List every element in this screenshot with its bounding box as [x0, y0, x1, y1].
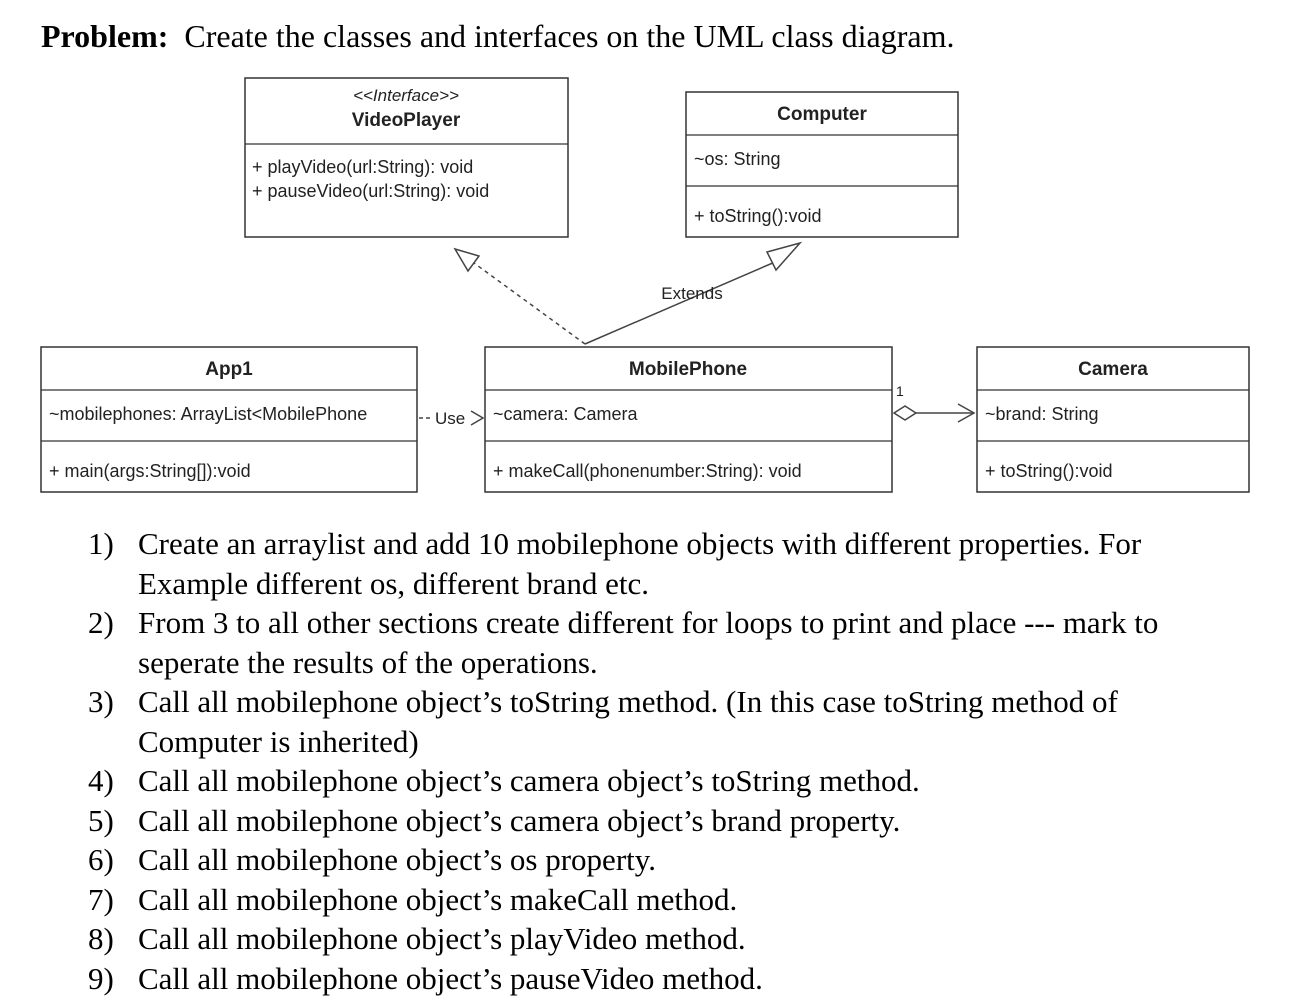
task-number: 3) — [88, 684, 114, 719]
videoplayer-method: + playVideo(url:String): void — [252, 157, 473, 177]
task-number: 2) — [88, 605, 114, 640]
camera-attribute: ~brand: String — [985, 404, 1099, 424]
mobilephone-attribute: ~camera: Camera — [493, 404, 639, 424]
class-camera: Camera ~brand: String + toString():void — [976, 346, 1250, 493]
class-videoplayer: <<Interface>> VideoPlayer + playVideo(ur… — [244, 77, 569, 238]
task-text: From 3 to all other sections create diff… — [138, 605, 1159, 680]
generalization-arrow: Extends — [584, 241, 803, 345]
uml-class-diagram: <<Interface>> VideoPlayer + playVideo(ur… — [40, 77, 1250, 493]
task-item: 1) Create an arraylist and add 10 mobilep… — [88, 524, 1248, 603]
task-number: 6) — [88, 842, 114, 877]
videoplayer-method: + pauseVideo(url:String): void — [252, 181, 489, 201]
task-text: Call all mobilephone object’s playVideo … — [138, 921, 746, 956]
computer-attribute: ~os: String — [694, 149, 781, 169]
videoplayer-name: VideoPlayer — [352, 110, 461, 131]
videoplayer-stereotype: <<Interface>> — [353, 86, 459, 105]
task-item: 4) Call all mobilephone object’s camera o… — [88, 761, 1248, 801]
task-number: 9) — [88, 960, 114, 996]
task-number: 7) — [88, 881, 114, 917]
aggregation-arrow: 1 — [892, 383, 976, 423]
class-computer: Computer ~os: String + toString():void — [685, 91, 959, 238]
camera-name: Camera — [1078, 359, 1148, 380]
task-number: 1) — [88, 526, 114, 561]
task-item: 5) Call all mobilephone object’s camera o… — [88, 801, 1248, 841]
app1-name: App1 — [205, 359, 253, 380]
task-text: Call all mobilephone object’s toString m… — [138, 684, 1118, 759]
computer-name: Computer — [777, 104, 867, 125]
task-number: 4) — [88, 763, 114, 798]
task-text: Call all mobilephone object’s camera obj… — [138, 802, 901, 838]
task-item: 2) From 3 to all other sections create di… — [88, 603, 1248, 682]
problem-text: Create the classes and interfaces on the… — [184, 18, 955, 54]
realization-arrow — [453, 247, 586, 345]
class-mobilephone: MobilePhone ~camera: Camera + makeCall(p… — [484, 346, 893, 493]
class-app1: App1 ~mobilephones: ArrayList<MobilePhon… — [40, 346, 418, 493]
computer-method: + toString():void — [694, 206, 822, 226]
task-item: 6) Call all mobilephone object’s os prope… — [88, 840, 1248, 880]
use-label: Use — [435, 409, 465, 428]
task-text: Call all mobilephone object’s pauseVideo… — [138, 960, 763, 996]
mobilephone-method: + makeCall(phonenumber:String): void — [493, 461, 802, 481]
camera-method: + toString():void — [985, 461, 1113, 481]
multiplicity-label: 1 — [896, 383, 904, 399]
app1-attribute: ~mobilephones: ArrayList<MobilePhone — [49, 404, 367, 424]
task-text: Create an arraylist and add 10 mobilepho… — [138, 526, 1142, 601]
task-item: 8) Call all mobilephone object’s playVide… — [88, 919, 1248, 959]
task-item: 9) Call all mobilephone object’s pauseVid… — [88, 959, 1248, 999]
task-text: Call all mobilephone object’s makeCall m… — [138, 881, 738, 917]
problem-statement: Problem: Create the classes and interfac… — [41, 14, 954, 58]
task-number: 5) — [88, 802, 114, 838]
task-list: 1) Create an arraylist and add 10 mobilep… — [88, 524, 1248, 998]
dependency-arrow: Use — [419, 409, 485, 428]
mobilephone-name: MobilePhone — [629, 359, 747, 380]
task-text: Call all mobilephone object’s camera obj… — [138, 763, 920, 798]
task-item: 7) Call all mobilephone object’s makeCall… — [88, 880, 1248, 920]
extends-label: Extends — [661, 284, 722, 303]
problem-label: Problem: — [41, 18, 169, 54]
app1-method: + main(args:String[]):void — [49, 461, 251, 481]
task-text: Call all mobilephone object’s os propert… — [138, 842, 656, 877]
task-item: 3) Call all mobilephone object’s toString… — [88, 682, 1248, 761]
task-number: 8) — [88, 921, 114, 956]
